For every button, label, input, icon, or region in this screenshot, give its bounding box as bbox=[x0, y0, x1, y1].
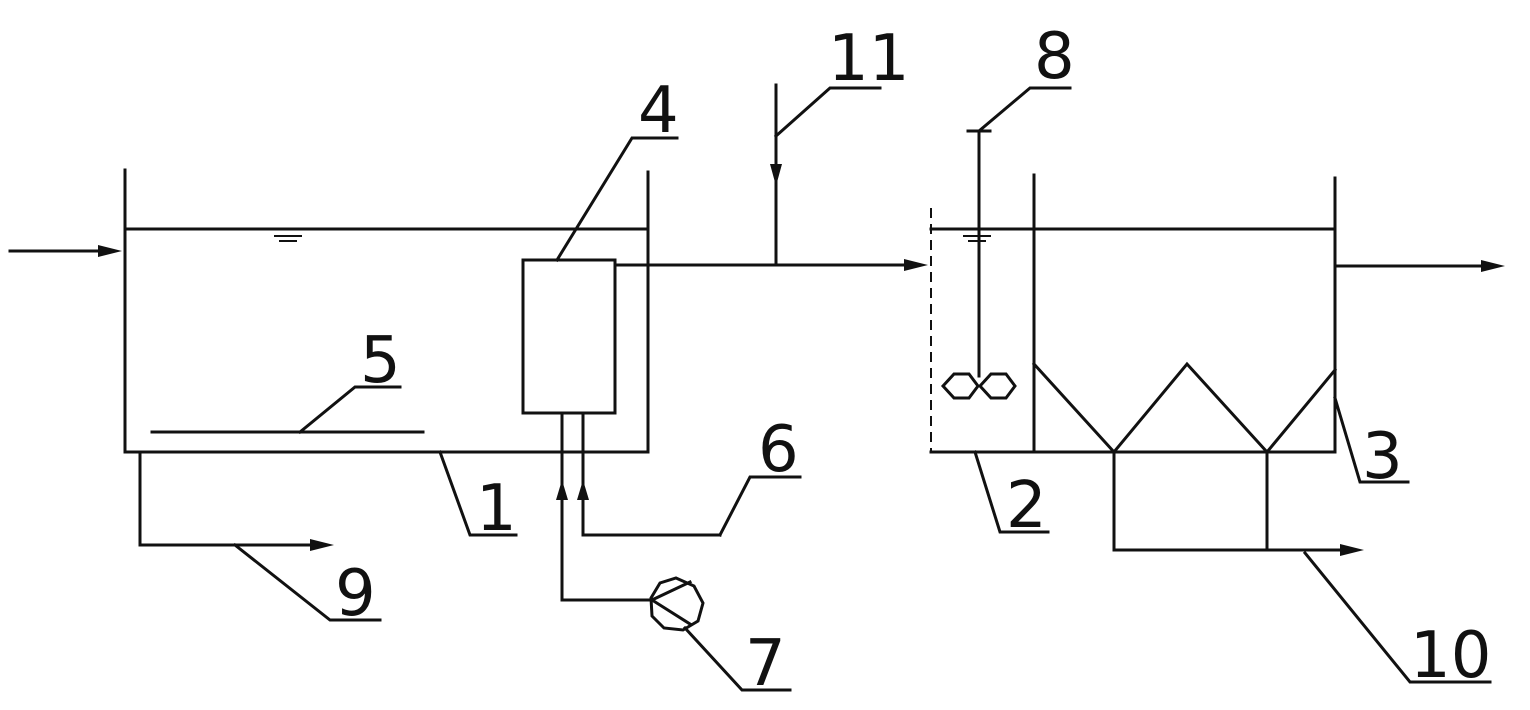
tank-1 bbox=[123, 168, 650, 454]
label-9: 9 bbox=[335, 557, 376, 631]
dosing-pipe-11 bbox=[770, 83, 782, 264]
sludge-pipe-10 bbox=[1112, 450, 1364, 556]
leader-lines bbox=[232, 86, 1492, 692]
label-2: 2 bbox=[1006, 469, 1047, 543]
label-11: 11 bbox=[828, 22, 909, 96]
water-level-icon bbox=[274, 235, 302, 242]
label-5: 5 bbox=[360, 324, 401, 398]
label-8: 8 bbox=[1034, 20, 1075, 94]
label-1: 1 bbox=[476, 472, 517, 546]
pump-pipe bbox=[556, 411, 652, 602]
label-10: 10 bbox=[1410, 619, 1491, 693]
outlet-arrow-icon bbox=[1333, 260, 1505, 272]
label-3: 3 bbox=[1362, 420, 1403, 494]
tank-3 bbox=[1031, 176, 1338, 455]
stirrer-icon bbox=[940, 129, 1017, 400]
return-pipe-6 bbox=[577, 411, 722, 537]
inlet-arrow-icon bbox=[8, 245, 122, 257]
drain-pipe-9 bbox=[138, 450, 334, 551]
transfer-pipe bbox=[613, 259, 928, 271]
label-6: 6 bbox=[758, 413, 799, 487]
label-7: 7 bbox=[745, 627, 786, 701]
module-4 bbox=[521, 258, 617, 415]
tank-2 bbox=[929, 173, 1337, 454]
label-4: 4 bbox=[638, 74, 679, 148]
water-level-icon bbox=[963, 235, 991, 242]
pump-icon bbox=[648, 576, 705, 632]
